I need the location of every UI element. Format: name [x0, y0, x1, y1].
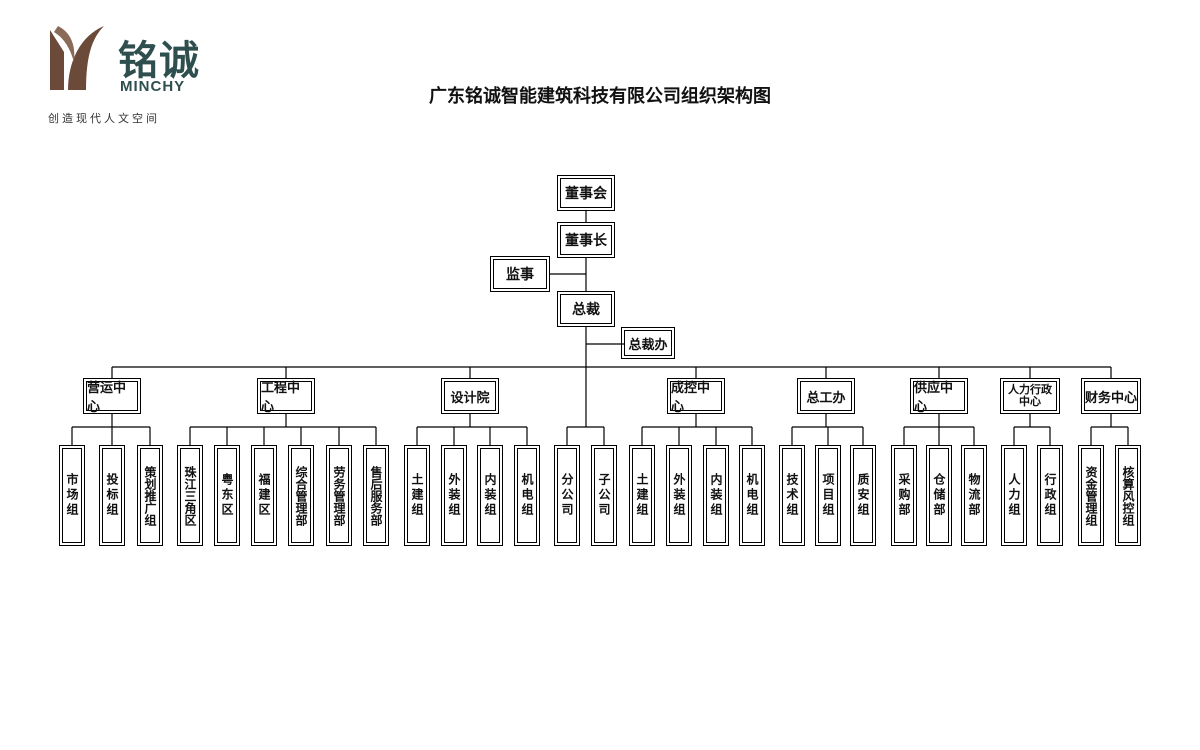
chairman-box: 董事长 [557, 222, 615, 258]
unit-box: 土建组 [404, 445, 430, 546]
unit-box: 综合管理部 [288, 445, 314, 546]
unit-box: 机电组 [514, 445, 540, 546]
unit-box: 售后服务部 [363, 445, 389, 546]
center-box: 设计院 [441, 378, 499, 414]
unit-box: 外装组 [666, 445, 692, 546]
unit-box: 福建区 [251, 445, 277, 546]
unit-box: 仓储部 [926, 445, 952, 546]
center-box: 工程中心 [257, 378, 315, 415]
center-box: 供应中心 [910, 378, 968, 415]
company-logo: 铭诚 MINCHY 创造现代人文空间 [46, 22, 246, 132]
minchy-logo-icon [50, 26, 104, 90]
center-box: 财务中心 [1081, 378, 1141, 414]
unit-box: 内装组 [703, 445, 729, 546]
center-box: 营运中心 [83, 378, 141, 415]
unit-box: 采购部 [891, 445, 917, 546]
board-box: 董事会 [557, 175, 615, 211]
unit-box: 珠江三角区 [177, 445, 203, 546]
unit-box: 技术组 [779, 445, 805, 546]
unit-box: 分公司 [554, 445, 580, 546]
center-box: 总工办 [797, 378, 855, 414]
unit-box: 行政组 [1037, 445, 1063, 546]
unit-box: 资金管理组 [1078, 445, 1104, 546]
unit-box: 项目组 [815, 445, 841, 546]
unit-box: 子公司 [591, 445, 617, 546]
president-office-box: 总裁办 [621, 327, 675, 359]
unit-box: 物流部 [961, 445, 987, 546]
unit-box: 土建组 [629, 445, 655, 546]
unit-box: 市场组 [59, 445, 85, 546]
unit-box: 核算风控组 [1115, 445, 1141, 546]
unit-box: 外装组 [441, 445, 467, 546]
unit-box: 机电组 [739, 445, 765, 546]
center-box: 人力行政中心 [1000, 378, 1060, 414]
center-box: 成控中心 [667, 378, 725, 415]
supervisor-box: 监事 [490, 256, 550, 292]
unit-box: 粤东区 [214, 445, 240, 546]
unit-box: 人力组 [1001, 445, 1027, 546]
page-title: 广东铭诚智能建筑科技有限公司组织架构图 [429, 86, 771, 107]
unit-box: 内装组 [477, 445, 503, 546]
unit-box: 质安组 [850, 445, 876, 546]
brand-slogan: 创造现代人文空间 [48, 112, 160, 125]
brand-name-en: MINCHY [120, 78, 186, 95]
unit-box: 劳务管理部 [326, 445, 352, 546]
unit-box: 策划推广组 [137, 445, 163, 546]
president-box: 总裁 [557, 291, 615, 327]
brand-name-cn: 铭诚 [118, 38, 200, 84]
unit-box: 投标组 [99, 445, 125, 546]
